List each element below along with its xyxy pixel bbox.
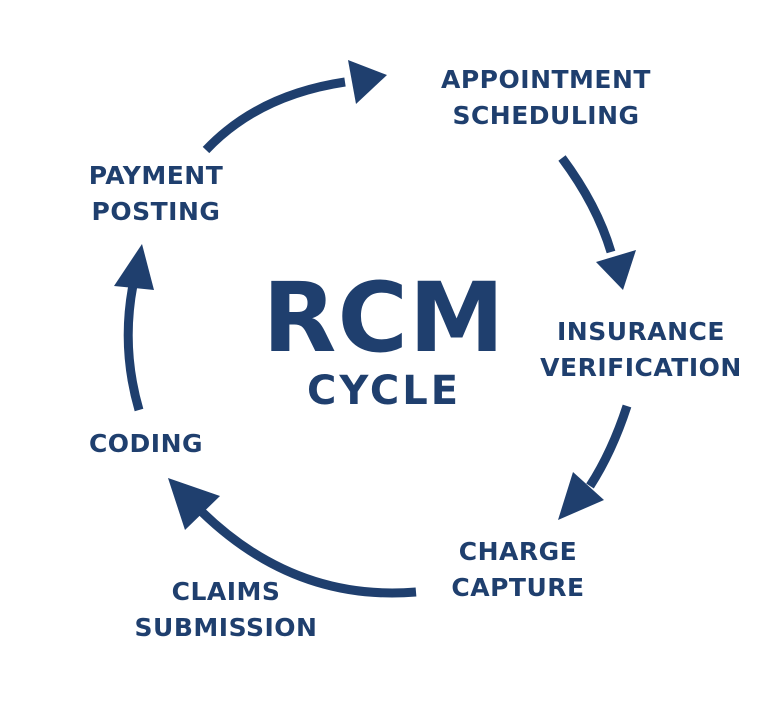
step-label-line: APPOINTMENT [441,65,651,94]
arrow-insurance-to-charge [558,404,632,520]
step-label-line: CODING [88,429,204,458]
step-charge-capture: CHARGE CAPTURE [430,534,606,606]
step-label-line: SUBMISSION [134,613,318,642]
arrow-payment-to-appointment [202,60,387,154]
arrow-appointment-to-insurance [558,155,636,290]
center-subtitle: CYCLE [306,368,462,414]
step-label-line: POSTING [91,197,221,226]
step-label-line: CLAIMS [171,577,281,606]
step-label-line: SCHEDULING [452,101,640,130]
step-label-line: PAYMENT [88,161,224,190]
step-label-line: CHARGE [458,537,578,566]
step-label-line: CAPTURE [451,573,585,602]
center-title: RCM [262,262,506,374]
arrow-coding-to-payment [114,244,154,412]
step-label-line: VERIFICATION [540,353,742,382]
step-coding: CODING [76,426,216,462]
step-label-line: INSURANCE [557,317,725,346]
step-insurance-verification: INSURANCE VERIFICATION [530,314,752,386]
step-payment-posting: PAYMENT POSTING [70,158,242,230]
step-appointment-scheduling: APPOINTMENT SCHEDULING [424,62,668,134]
arrow-charge-to-coding [168,478,417,598]
step-claims-submission: CLAIMS SUBMISSION [120,574,332,646]
